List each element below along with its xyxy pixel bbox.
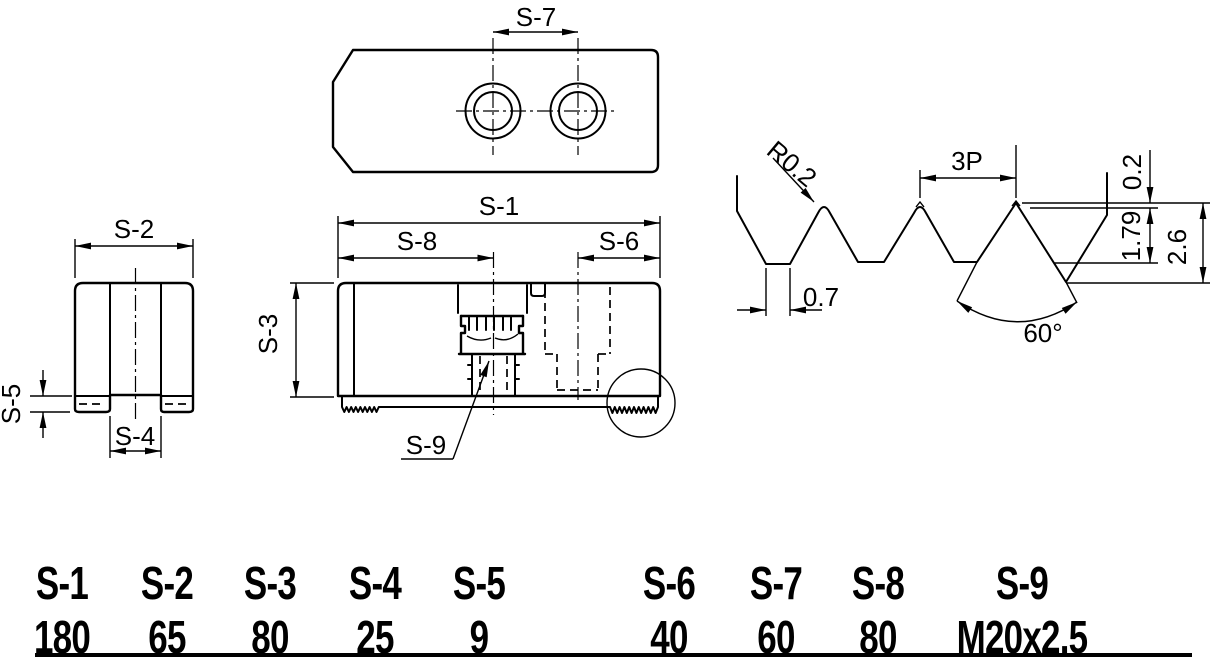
dim-label-tooth-depth: 1.79: [1116, 211, 1146, 262]
spec-label: S-2: [140, 557, 194, 609]
spec-column: S-2 65: [133, 560, 202, 660]
dim-label-root-width: 0.7: [803, 282, 839, 312]
dim-label-s4: S-4: [115, 421, 155, 451]
dim-label-s8: S-8: [397, 226, 437, 256]
dim-label-crest-flat: 0.2: [1117, 154, 1147, 190]
spec-label: S-5: [452, 557, 506, 609]
spec-column: S-1 180: [25, 560, 99, 660]
dim-label-s3: S-3: [253, 314, 283, 354]
table-rule: [35, 653, 1192, 657]
spec-column: S-3 80: [236, 560, 305, 660]
spec-label: S-1: [35, 557, 89, 609]
dim-label-s2: S-2: [114, 214, 154, 244]
thread-profile-detail: R0.2 3P 0.7 0.2 1.79 2.6 60°: [736, 135, 1210, 348]
spec-value: 180: [33, 611, 91, 663]
spec-value: 80: [251, 611, 289, 663]
dim-label-full-depth: 2.6: [1162, 229, 1192, 265]
spec-value: 80: [859, 611, 897, 663]
spec-column: S-5 9: [445, 560, 514, 660]
dim-label-s5: S-5: [0, 384, 26, 424]
dim-label-s1: S-1: [479, 191, 519, 221]
dim-label-pitch: 3P: [951, 146, 983, 176]
spec-value: 40: [650, 611, 688, 663]
dim-label-angle: 60°: [1023, 318, 1062, 348]
spec-label: S-7: [749, 557, 803, 609]
side-view: S-1 S-8 S-6 S-3 S-9: [253, 191, 676, 460]
spec-column: S-8 80: [844, 560, 913, 660]
spec-value: 25: [356, 611, 394, 663]
top-view: S-7: [331, 2, 660, 174]
spec-value: 9: [469, 611, 489, 663]
spec-label: S-9: [995, 557, 1049, 609]
dim-label-s9: S-9: [406, 430, 446, 460]
dim-label-s6: S-6: [599, 226, 639, 256]
spec-value: M20x2.5: [956, 611, 1088, 663]
spec-value: 65: [148, 611, 186, 663]
spec-column: S-7 60: [742, 560, 811, 660]
spec-label: S-3: [243, 557, 297, 609]
spec-column: S-4 25: [341, 560, 410, 660]
spec-value: 60: [757, 611, 795, 663]
front-view: S-2 S-5 S-4: [0, 214, 195, 458]
spec-label: S-4: [348, 557, 402, 609]
spec-label: S-8: [851, 557, 905, 609]
spec-label: S-6: [642, 557, 696, 609]
dim-label-s7: S-7: [516, 2, 556, 32]
spec-column: S-9 M20x2.5: [936, 560, 1108, 660]
dim-label-radius: R0.2: [761, 135, 822, 193]
spec-column: S-6 40: [635, 560, 704, 660]
